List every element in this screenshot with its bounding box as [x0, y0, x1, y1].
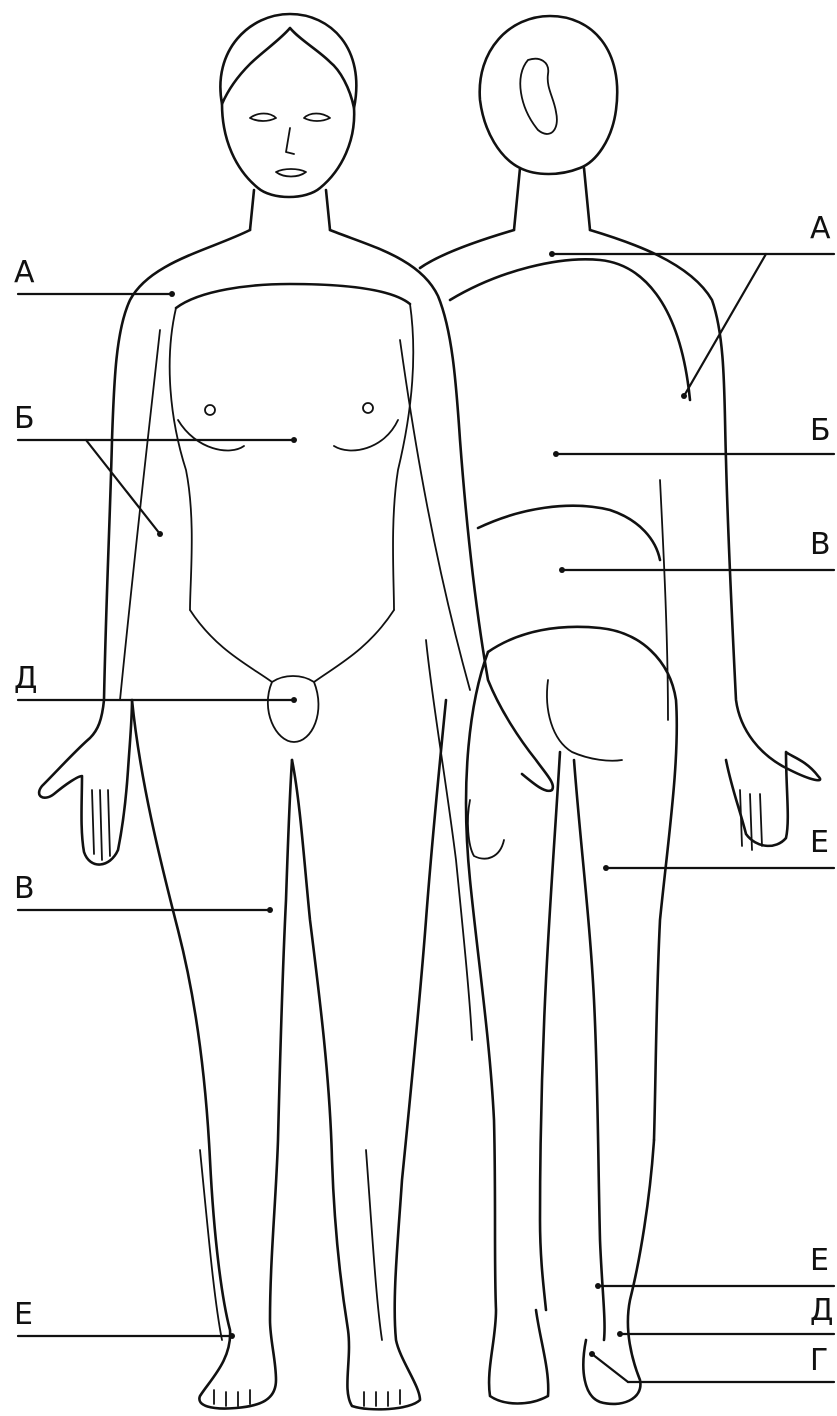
front-label-d: Д [14, 661, 37, 696]
back-leader-a-arm [684, 254, 766, 396]
front-label-b: Б [14, 401, 35, 436]
front-dot-a [169, 291, 175, 297]
back-dot-e-heel [595, 1283, 601, 1289]
back-dot-g-heel [589, 1351, 595, 1357]
back-dot-e-thigh [603, 865, 609, 871]
back-label-d-heel: Д [810, 1293, 833, 1328]
back-label-e-heel: Е [810, 1243, 829, 1278]
front-dot-e [229, 1333, 235, 1339]
front-label-a: А [14, 255, 35, 290]
back-figure [420, 16, 820, 1404]
front-label-group: А Б Д В Е [14, 255, 37, 1332]
front-dot-v [267, 907, 273, 913]
back-dot-a-arm [681, 393, 687, 399]
front-leaders [18, 291, 297, 1339]
back-label-b: Б [810, 413, 831, 448]
back-label-group: А Б В Е Е Д Г [810, 211, 833, 1378]
back-label-g-heel: Г [810, 1343, 828, 1378]
front-dot-b [291, 437, 297, 443]
front-label-v: В [14, 871, 35, 906]
back-dot-v [559, 567, 565, 573]
back-label-v: В [810, 527, 831, 562]
front-leader-b-arm [86, 440, 160, 534]
back-leaders [549, 251, 834, 1382]
front-figure [39, 14, 553, 1409]
back-label-a: А [810, 211, 831, 246]
back-dot-a [549, 251, 555, 257]
back-leader-g-diag [592, 1354, 628, 1382]
back-label-e-thigh: Е [810, 825, 829, 860]
back-dot-b [553, 451, 559, 457]
front-dot-b-arm [157, 531, 163, 537]
front-dot-d [291, 697, 297, 703]
back-dot-d-heel [617, 1331, 623, 1337]
front-label-e: Е [14, 1297, 33, 1332]
